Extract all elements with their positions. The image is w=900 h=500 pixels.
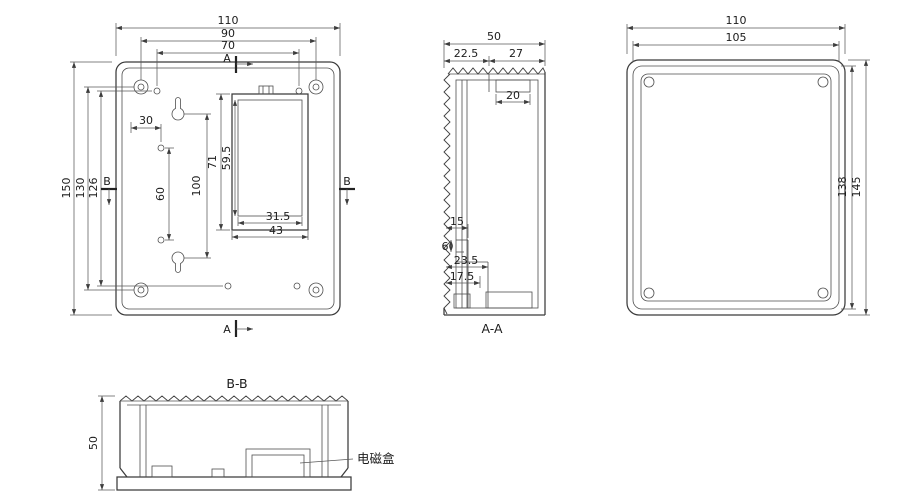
back-outer-outline — [626, 59, 846, 316]
aa-top-slot — [495, 79, 531, 93]
dim-front-cutout-inner-height: 59.5 — [220, 146, 233, 171]
front-dimensions: 110 90 70 150 130 126 30 60 100 71 59.5 … — [60, 14, 341, 316]
front-cutout — [231, 85, 309, 231]
dim-front-height-overall: 150 — [60, 178, 73, 199]
dim-front-height-screws: 130 — [74, 178, 87, 199]
bb-top-serration — [119, 395, 349, 402]
front-keyhole-slots — [171, 97, 185, 273]
front-section-markers: A A B B — [101, 52, 355, 337]
bb-dimensions: 50 — [87, 395, 115, 491]
dim-front-cutout-width: 43 — [269, 224, 283, 237]
dim-bb-height-overall: 50 — [87, 436, 100, 450]
dim-aa-rib-offset: 15 — [450, 215, 464, 228]
dim-aa-depth-rear: 27 — [509, 47, 523, 60]
bb-callout-label: 电磁盒 — [357, 451, 395, 466]
section-bb-title: B-B — [226, 376, 247, 391]
dim-aa-recess-offset: 17.5 — [450, 270, 475, 283]
section-label-b-left: B — [103, 175, 111, 188]
section-label-a-top: A — [223, 52, 231, 65]
back-dimensions: 110 105 145 138 — [626, 14, 870, 316]
dim-aa-step-height: 6 — [442, 240, 449, 253]
dim-front-cutout-inner-width: 31.5 — [266, 210, 291, 223]
back-inner-outline — [632, 65, 840, 310]
dim-front-keyhole-spacing: 100 — [190, 176, 203, 197]
dim-aa-depth-front: 22.5 — [454, 47, 479, 60]
section-aa-title: A-A — [481, 321, 503, 336]
bb-callout-leader-line — [299, 458, 354, 464]
bb-base-plate — [116, 476, 352, 491]
aa-top-serration — [447, 67, 546, 75]
bb-geometry — [116, 395, 352, 491]
front-inner-outline — [121, 67, 335, 310]
dim-front-width-holes: 70 — [221, 39, 235, 52]
front-extension-lines — [70, 23, 341, 316]
section-bb-view: B-B 50 电磁盒 — [87, 376, 395, 491]
front-dimension-lines — [71, 25, 340, 315]
aa-boss-small — [453, 293, 471, 309]
back-view: 110 105 145 138 — [626, 14, 870, 316]
bb-solenoid-box-inner — [251, 454, 305, 478]
section-label-b-right: B — [343, 175, 351, 188]
dim-front-hole-spacing: 60 — [154, 187, 167, 201]
bb-callout: 电磁盒 — [299, 451, 395, 466]
dim-aa-depth-overall: 50 — [487, 30, 501, 43]
dim-front-cutout-height: 71 — [206, 155, 219, 169]
section-aa-view: 50 22.5 27 20 15 6 23.5 17.5 A-A — [442, 30, 546, 336]
back-recess-outline — [640, 73, 832, 302]
aa-geometry — [443, 67, 546, 316]
bb-component-tiny — [211, 468, 225, 478]
dim-back-width-inner: 105 — [726, 31, 747, 44]
dim-front-width-overall: 110 — [218, 14, 239, 27]
dim-aa-slot-width: 20 — [506, 89, 520, 102]
back-corner-screw-holes — [643, 76, 829, 299]
front-geometry — [115, 61, 341, 316]
aa-dimensions: 50 22.5 27 20 15 6 23.5 17.5 — [442, 30, 546, 288]
dim-back-height-inner: 138 — [836, 177, 849, 198]
dim-front-hole-offset: 30 — [139, 114, 153, 127]
dim-aa-boss-offset: 23.5 — [454, 254, 479, 267]
section-label-a-bottom: A — [223, 323, 231, 336]
dim-front-height-holes: 126 — [87, 178, 100, 199]
front-view: 110 90 70 150 130 126 30 60 100 71 59.5 … — [60, 14, 355, 337]
aa-boss-large — [485, 291, 533, 309]
dim-back-width-overall: 110 — [726, 14, 747, 27]
front-outer-outline — [115, 61, 341, 316]
back-geometry — [626, 59, 846, 316]
front-mounting-holes — [153, 87, 303, 290]
aa-left-serration — [443, 73, 451, 315]
bb-component-small — [151, 465, 173, 478]
dim-back-height-overall: 145 — [850, 177, 863, 198]
dim-front-width-screws: 90 — [221, 27, 235, 40]
